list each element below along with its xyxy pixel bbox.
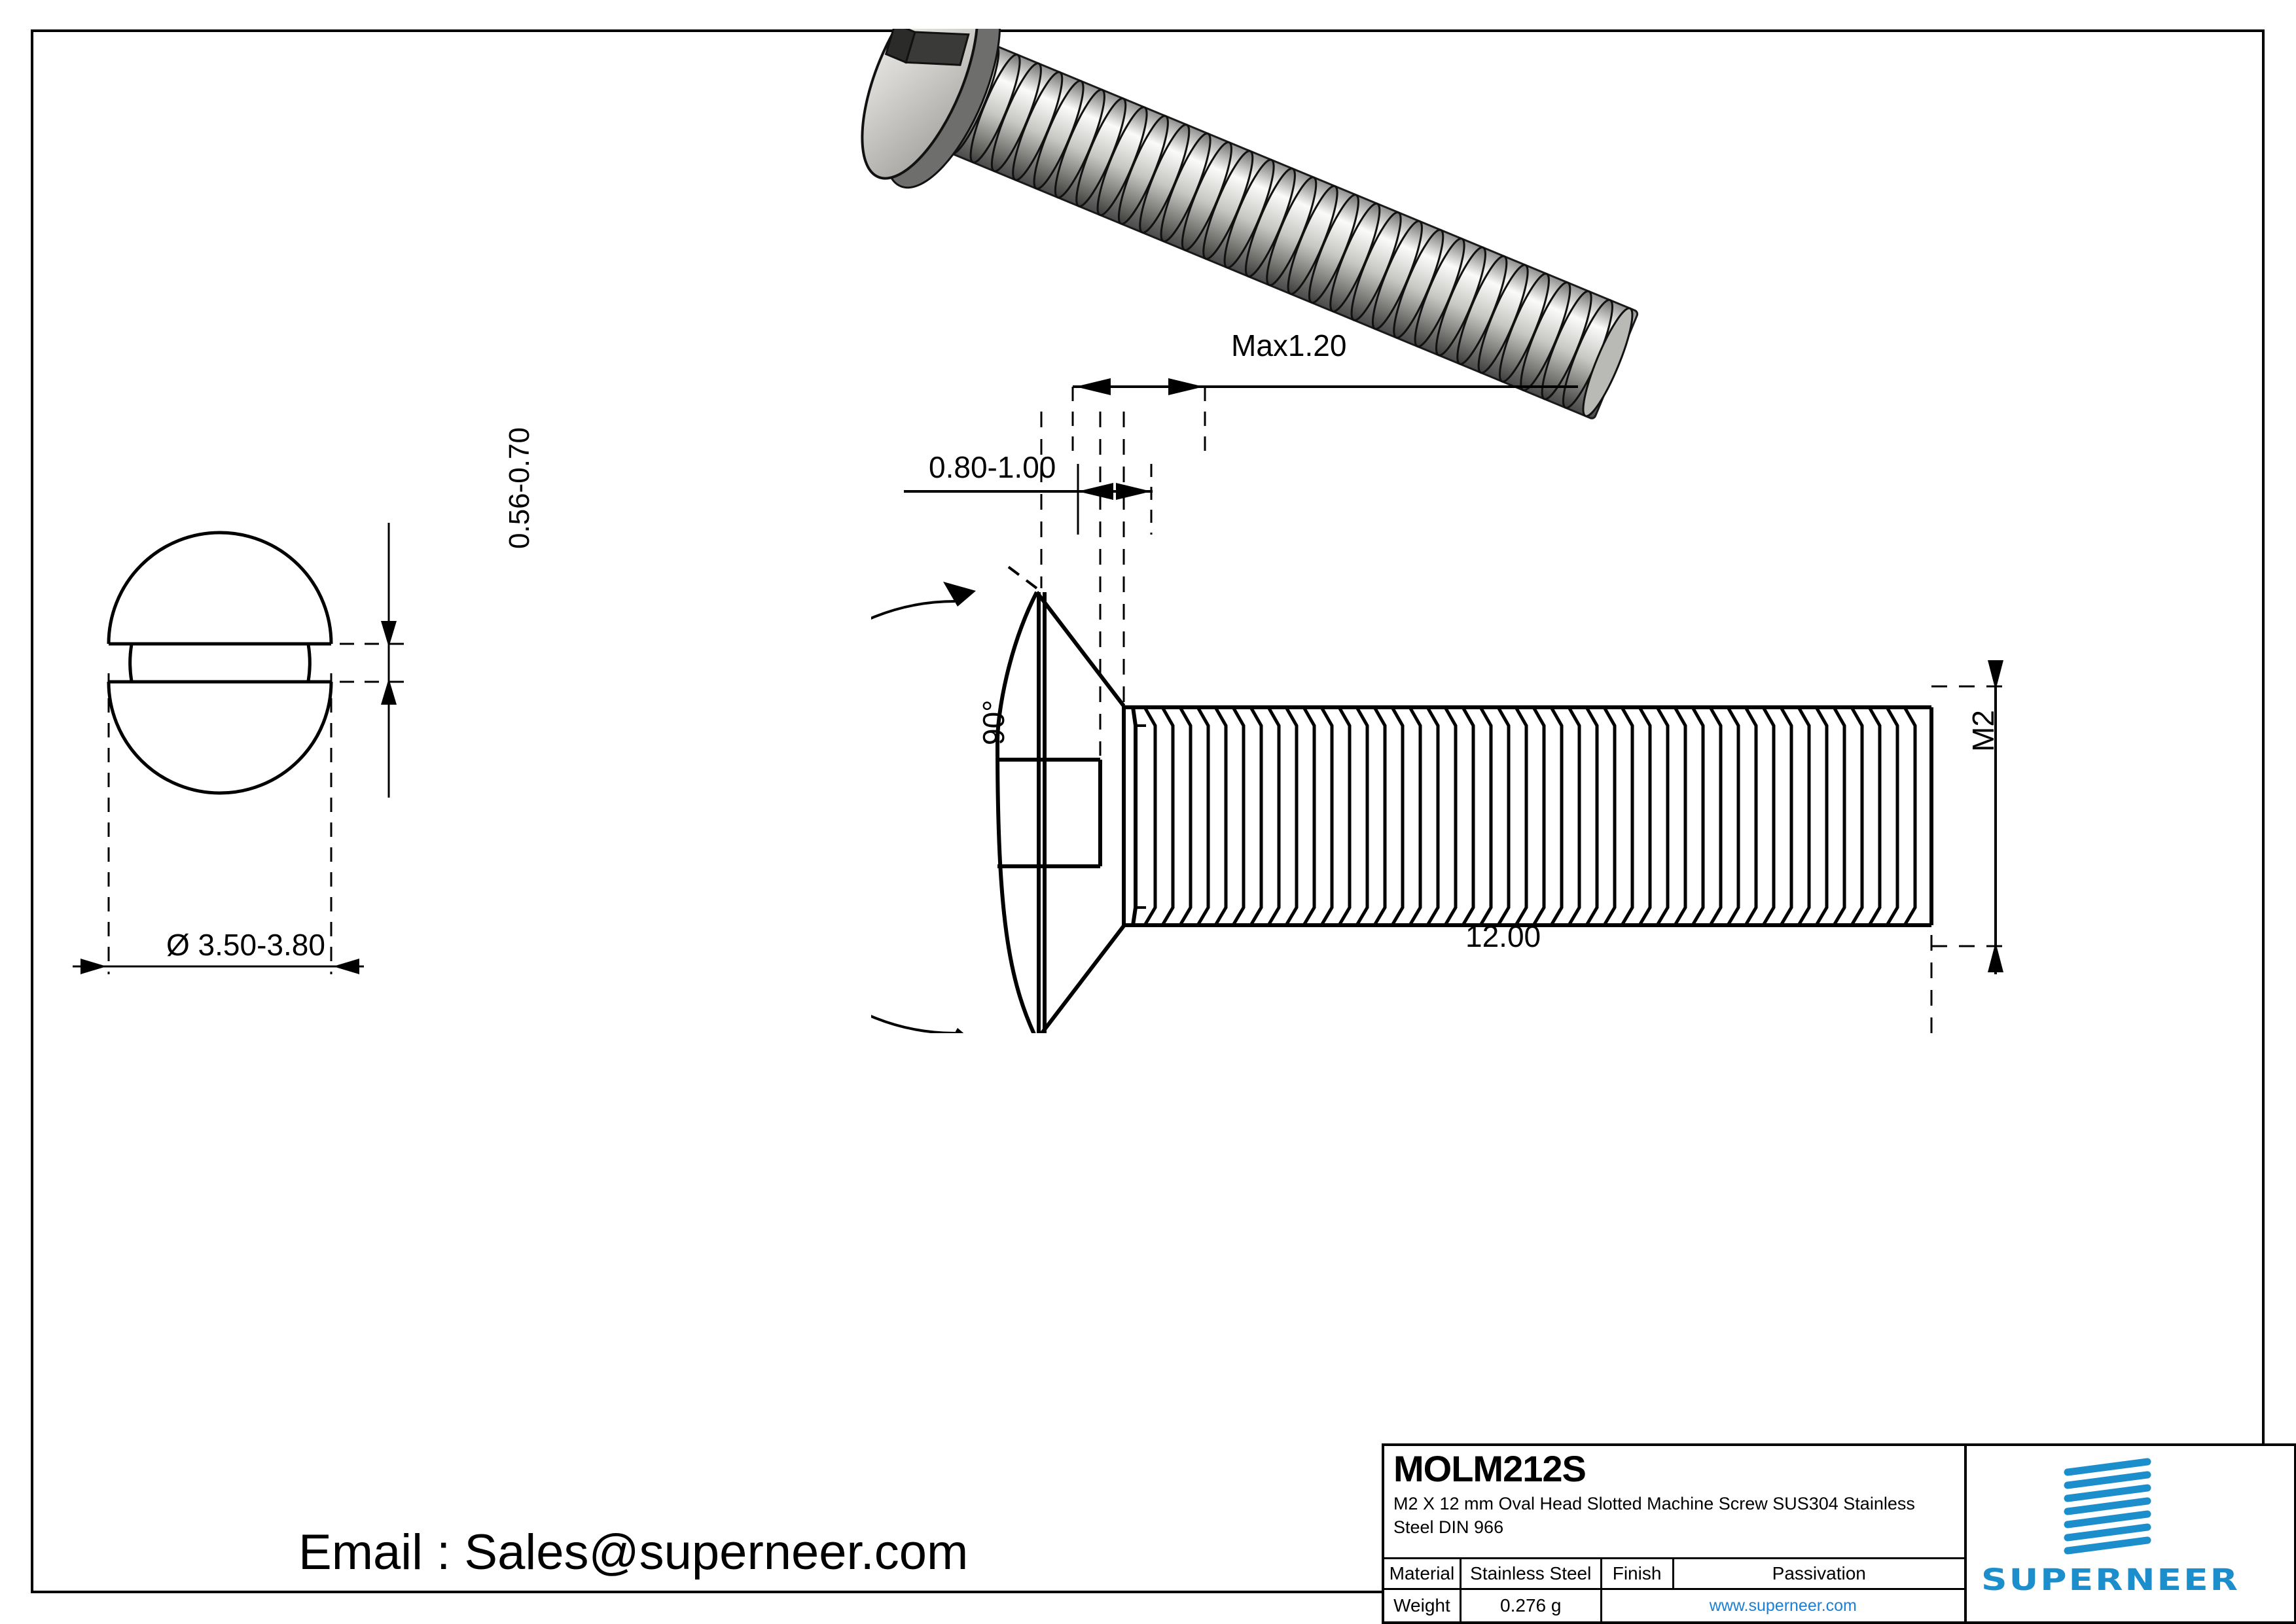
- end-view: [66, 516, 590, 1040]
- dim-head-height-leader: [1061, 372, 1650, 457]
- material-label: Material: [1384, 1559, 1462, 1589]
- dim-head-angle: 90°: [977, 699, 1011, 745]
- dim-slot-depth: 0.80-1.00: [929, 450, 1056, 484]
- website-link[interactable]: www.superneer.com: [1709, 1596, 1857, 1615]
- superneer-logo-icon: [2049, 1458, 2174, 1562]
- dim-slot-depth-leader: [897, 457, 1303, 536]
- dim-head-diameter: Ø 3.50-3.80: [166, 928, 325, 962]
- weight-row: Weight 0.276 g www.superneer.com: [1384, 1590, 1964, 1621]
- drawing-sheet-border: 0.56-0.70 Ø 3.50-3.80: [31, 29, 2296, 1624]
- finish-value: Passivation: [1772, 1563, 1866, 1584]
- weight-label: Weight: [1384, 1590, 1462, 1621]
- brand-name: SUPERNEER: [1981, 1562, 2240, 1597]
- dim-length: 12.00: [1465, 919, 1541, 953]
- title-block: MOLM212S M2 X 12 mm Oval Head Slotted Ma…: [1382, 1443, 2296, 1624]
- part-description-line1: M2 X 12 mm Oval Head Slotted Machine Scr…: [1393, 1493, 1915, 1513]
- brand-cell: SUPERNEER: [1967, 1446, 2294, 1621]
- material-row: Material Stainless Steel Finish Passivat…: [1384, 1559, 1964, 1591]
- dim-head-height: Max1.20: [1231, 328, 1347, 362]
- part-description-line2: Steel DIN 966: [1393, 1517, 1504, 1538]
- dim-thread-size: M2: [1966, 710, 2000, 752]
- part-description-cell: MOLM212S M2 X 12 mm Oval Head Slotted Ma…: [1384, 1446, 1964, 1559]
- dim-slot-width: 0.56-0.70: [503, 427, 535, 549]
- side-view: [871, 372, 2115, 1033]
- material-value: Stainless Steel: [1462, 1559, 1602, 1589]
- screw-3d-render: [760, 29, 2265, 441]
- part-code: MOLM212S: [1393, 1448, 1587, 1489]
- finish-label: Finish: [1602, 1559, 1674, 1589]
- email-text: Email : Sales@superneer.com: [298, 1525, 969, 1580]
- weight-value: 0.276 g: [1462, 1590, 1602, 1621]
- title-block-left: MOLM212S M2 X 12 mm Oval Head Slotted Ma…: [1384, 1446, 1967, 1621]
